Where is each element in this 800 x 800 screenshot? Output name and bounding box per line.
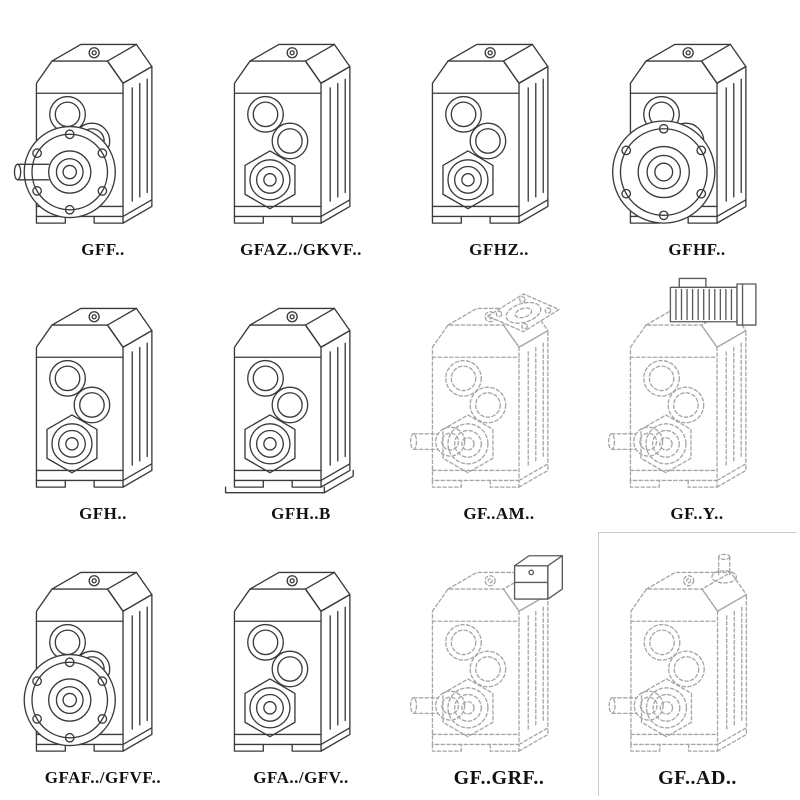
gearbox-cell: GFH..: [4, 268, 202, 532]
gearbox-label: GFF..: [81, 240, 125, 259]
gearbox-label: GFHZ..: [469, 240, 529, 259]
gearbox-drawing: [23, 571, 153, 752]
gearbox-drawing: [13, 43, 153, 224]
gearbox-drawing: [224, 307, 354, 494]
gearbox-cell: GFF..: [4, 4, 202, 268]
gearbox-label: GF..AD..: [658, 766, 737, 789]
gearbox-cell: GFHF..: [598, 4, 796, 268]
gearbox-cell: GFH..B: [202, 268, 400, 532]
gearbox-cell: GF..Y..: [598, 268, 796, 532]
gearbox-label: GF..GRF..: [453, 766, 545, 789]
gearbox-drawing: [611, 43, 747, 224]
gearbox-cell: GF..AD..: [598, 532, 796, 796]
gearbox-label: GF..AM..: [463, 504, 535, 523]
gearbox-cell: GF..GRF..: [400, 532, 598, 796]
gearbox-label: GFAF../GFVF..: [44, 768, 162, 787]
gearbox-drawing: [409, 293, 560, 488]
gearbox-cell: GFAF../GFVF..: [4, 532, 202, 796]
gearbox-cell: GFA../GFV..: [202, 532, 400, 796]
gearbox-label: GF..Y..: [670, 504, 724, 523]
gearbox-drawing: [35, 307, 153, 488]
gearbox-cell: GFHZ..: [400, 4, 598, 268]
gearbox-drawing: [607, 277, 757, 488]
gearbox-drawing: [608, 553, 747, 752]
gearbox-drawing: [233, 43, 351, 224]
gearbox-drawing: [233, 571, 351, 752]
gearbox-label: GFHF..: [668, 240, 726, 259]
gearbox-cell: GFAZ../GKVF..: [202, 4, 400, 268]
gearbox-label: GFA../GFV..: [253, 768, 349, 787]
gearbox-drawing: [431, 43, 549, 224]
gearbox-drawing: [409, 555, 563, 752]
gearbox-label: GFH..: [79, 504, 127, 523]
gearbox-cell: GF..AM..: [400, 268, 598, 532]
gearbox-label: GFAZ../GKVF..: [240, 240, 362, 259]
gearbox-label: GFH..B: [271, 504, 331, 523]
